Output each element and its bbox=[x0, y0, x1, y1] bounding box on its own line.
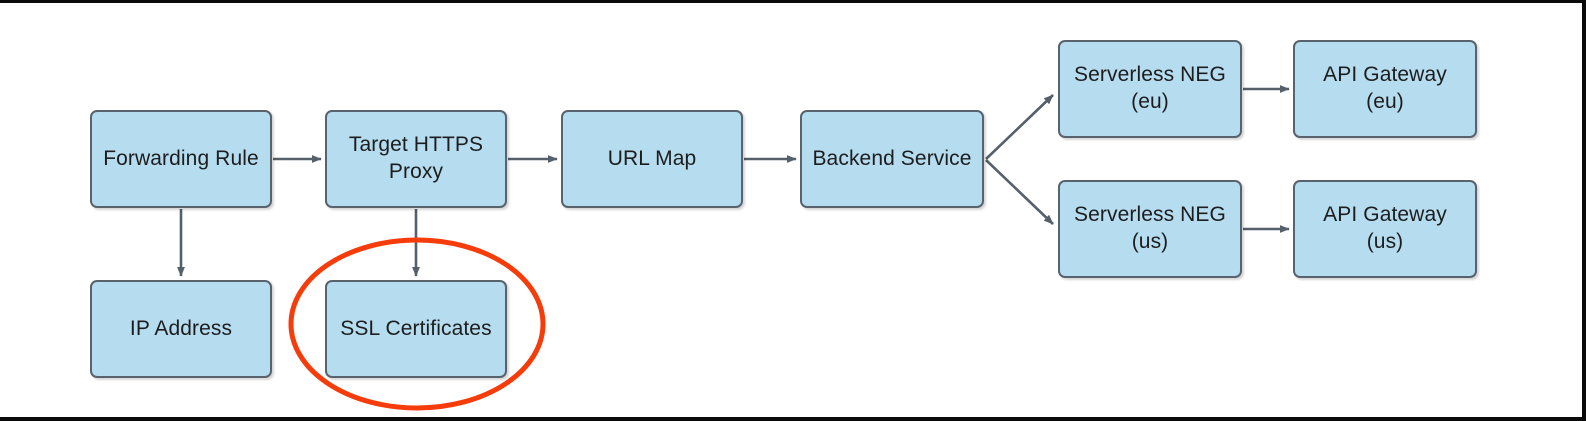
node-serverless-neg-eu-label: Serverless NEG (eu) bbox=[1074, 63, 1226, 113]
node-forwarding-rule-label: Forwarding Rule bbox=[103, 146, 259, 170]
node-api-gateway-us[interactable]: API Gateway (us) bbox=[1293, 180, 1477, 278]
node-ip-address-label: IP Address bbox=[129, 316, 233, 340]
edge-backend-to-neg-us bbox=[985, 159, 1054, 225]
node-api-gateway-eu-label: API Gateway (eu) bbox=[1323, 63, 1447, 113]
node-api-gateway-eu[interactable]: API Gateway (eu) bbox=[1293, 40, 1477, 138]
node-url-map[interactable]: URL Map bbox=[561, 110, 743, 208]
node-serverless-neg-eu[interactable]: Serverless NEG (eu) bbox=[1058, 40, 1242, 138]
node-target-https-proxy[interactable]: Target HTTPS Proxy bbox=[325, 110, 507, 208]
node-ssl-certificates-label: SSL Certificates bbox=[340, 316, 492, 340]
node-backend-service[interactable]: Backend Service bbox=[800, 110, 984, 208]
edge-backend-to-neg-eu bbox=[985, 94, 1054, 160]
ssl-highlight-ellipse bbox=[288, 237, 546, 411]
node-ip-address[interactable]: IP Address bbox=[90, 280, 272, 378]
node-ssl-certificates[interactable]: SSL Certificates bbox=[325, 280, 507, 378]
node-serverless-neg-us[interactable]: Serverless NEG (us) bbox=[1058, 180, 1242, 278]
node-url-map-label: URL Map bbox=[607, 146, 697, 170]
diagram-edges-layer bbox=[177, 85, 1290, 411]
node-forwarding-rule[interactable]: Forwarding Rule bbox=[90, 110, 272, 208]
node-serverless-neg-us-label: Serverless NEG (us) bbox=[1074, 203, 1226, 253]
node-target-https-proxy-label: Target HTTPS Proxy bbox=[348, 133, 484, 183]
node-backend-service-label: Backend Service bbox=[812, 146, 972, 170]
node-api-gateway-us-label: API Gateway (us) bbox=[1323, 203, 1447, 253]
